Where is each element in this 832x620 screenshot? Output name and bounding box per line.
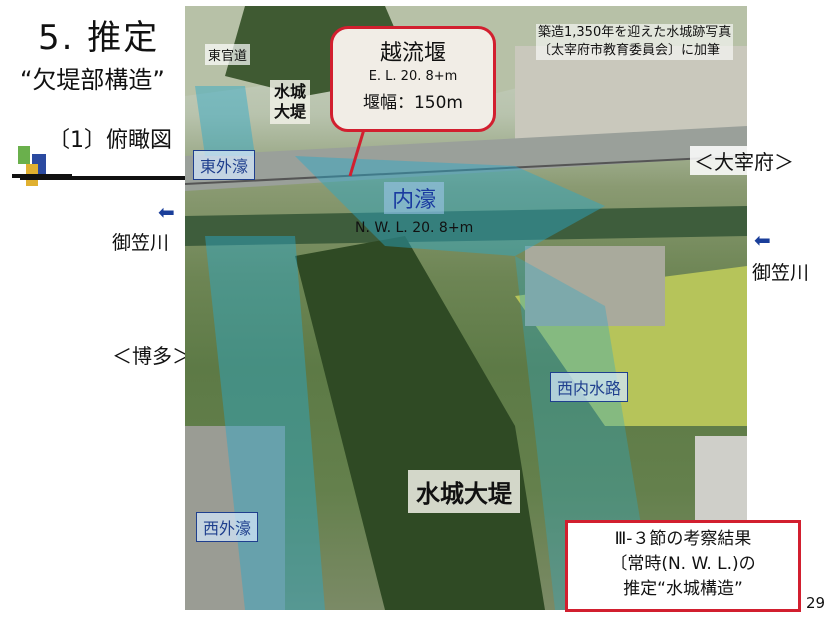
river-label-right: 御笠川 (752, 262, 810, 284)
page-number: 29 (806, 594, 826, 612)
result-line3: 推定“水城構造” (623, 579, 743, 599)
dyke-label-top: 水城 大堤 (270, 80, 311, 124)
result-line1: Ⅲ-３節の考察結果 (614, 529, 752, 549)
result-line2: 〔常時(N. W. L.)の (610, 554, 756, 574)
callout-width: 堰幅：150m (362, 93, 463, 113)
photo-credit-line2: 〔太宰府市教育委員会〕に加筆 (538, 43, 721, 58)
section-heading: 〔1〕俯瞰図 (48, 128, 172, 153)
pointer-line (20, 176, 192, 180)
west-canal-label: 西内水路 (550, 372, 629, 402)
slide-title: 5. 推定 (38, 18, 160, 58)
result-box: Ⅲ-３節の考察結果 〔常時(N. W. L.)の 推定“水城構造” (565, 520, 801, 612)
inner-moat-name: 内濠 (384, 182, 445, 214)
callout-title: 越流堰 (379, 41, 446, 66)
east-moat-label: 東外濠 (193, 150, 256, 180)
inner-moat-nwl: N. W. L. 20. 8+m (355, 220, 474, 236)
inner-moat-label: 内濠 N. W. L. 20. 8+m (355, 182, 473, 236)
arrow-left-icon-right: ⬅ (754, 228, 771, 252)
arrow-left-icon: ⬅ (158, 200, 175, 224)
hakata-label: ＜博多＞ (112, 344, 192, 368)
overflow-weir-callout: 越流堰 E. L. 20. 8+m 堰幅：150m (330, 26, 496, 132)
photo-credit-line1: 築造1,350年を迎えた水城跡写真 (538, 25, 732, 40)
road-label: 東官道 (205, 44, 251, 65)
dazaifu-label: ＜大宰府＞ (690, 146, 798, 175)
slide-subtitle: “欠堤部構造” (20, 66, 165, 94)
decorative-bars-icon (12, 146, 72, 186)
big-dyke-label: 水城大堤 (408, 470, 520, 513)
river-label-left: 御笠川 (112, 232, 170, 254)
west-moat-label: 西外濠 (196, 512, 259, 542)
photo-credit: 築造1,350年を迎えた水城跡写真 〔太宰府市教育委員会〕に加筆 (536, 24, 734, 60)
callout-elevation: E. L. 20. 8+m (368, 69, 458, 84)
